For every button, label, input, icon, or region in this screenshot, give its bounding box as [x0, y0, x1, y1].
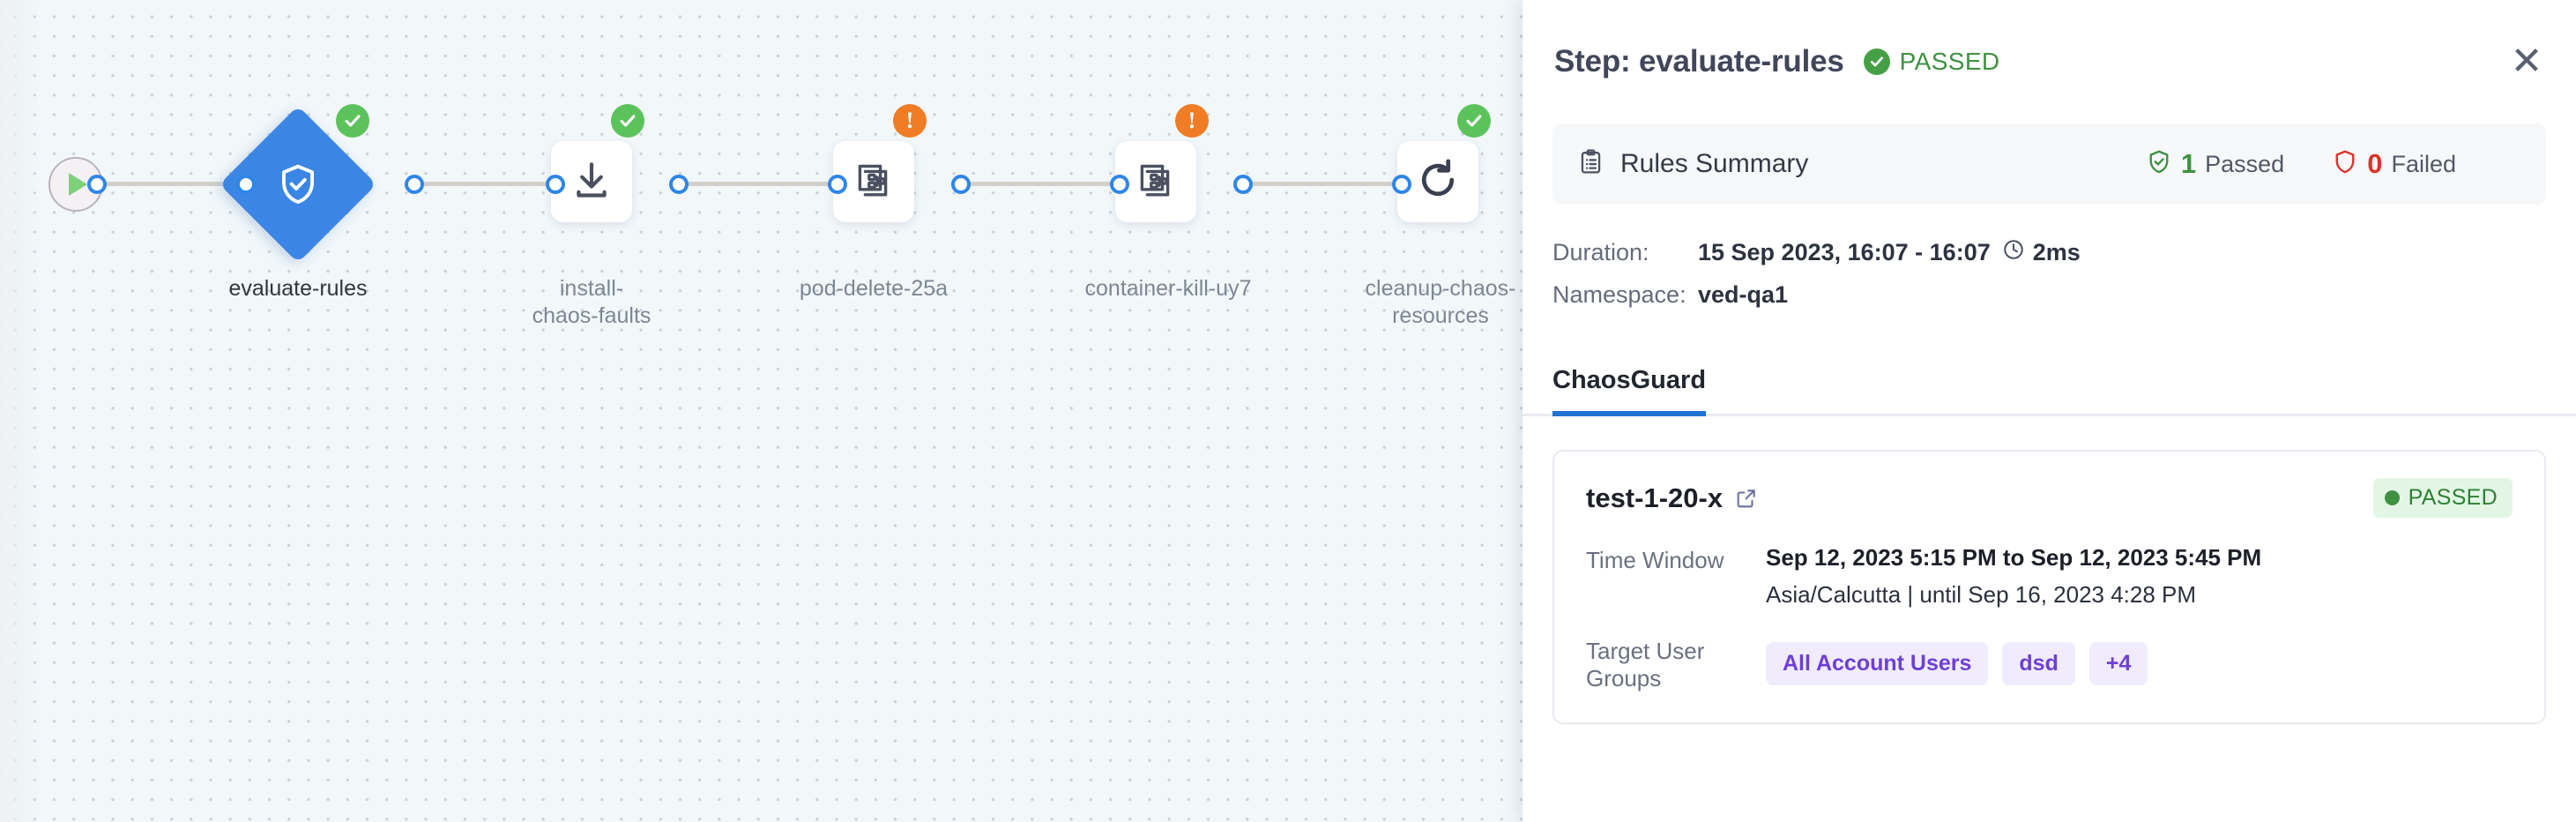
chip-dsd[interactable]: dsd — [2002, 642, 2075, 685]
port-start-out[interactable] — [87, 175, 107, 194]
pipeline-canvas[interactable]: evaluate-rules install-chaos-faults — [0, 0, 1523, 822]
status-badge-warning: ! — [1175, 104, 1209, 138]
edge-start-to-evaluate — [85, 182, 257, 186]
port-evaluate-out[interactable] — [405, 175, 424, 194]
shield-check-icon — [2146, 147, 2172, 181]
status-badge-passed — [1457, 104, 1491, 138]
pipeline-start-node[interactable] — [48, 157, 103, 212]
rules-summary-card: Rules Summary 1 Passed — [1552, 123, 2546, 205]
close-icon[interactable]: ✕ — [2510, 40, 2543, 83]
chaos-fault-icon — [1135, 159, 1177, 206]
port-container-in[interactable] — [1110, 175, 1129, 194]
node-label-install-chaos-faults: install-chaos-faults — [532, 276, 651, 328]
row-target-user-groups: Target User Groups All Account Users dsd… — [1586, 635, 2513, 692]
test-name: test-1-20-x — [1586, 482, 1724, 513]
row-time-window: Time Window Sep 12, 2023 5:15 PM to Sep … — [1586, 544, 2513, 609]
shield-check-icon — [242, 129, 354, 240]
rules-passed-count: 1 — [2180, 148, 2197, 179]
namespace-value: ved-qa1 — [1698, 280, 1789, 308]
namespace-label: Namespace: — [1552, 280, 1686, 308]
port-container-out[interactable] — [1233, 175, 1253, 194]
status-badge: PASSED — [1863, 48, 2000, 76]
panel-tabs: ChaosGuard — [1523, 349, 2576, 416]
edge-container-to-cleanup — [1243, 182, 1402, 186]
shield-icon — [2332, 147, 2358, 181]
time-window-label: Time Window — [1586, 547, 1724, 573]
meta-row-duration: Duration: 15 Sep 2023, 16:07 - 16:07 2ms — [1552, 231, 2546, 273]
node-label-pod-delete-25a: pod-delete-25a — [799, 276, 949, 301]
rules-failed-stat: 0 Failed — [2332, 147, 2456, 181]
rules-failed-label: Failed — [2391, 150, 2456, 177]
test-status-badge: PASSED — [2372, 478, 2513, 518]
step-meta: Duration: 15 Sep 2023, 16:07 - 16:07 2ms… — [1552, 231, 2546, 316]
target-groups-chips: All Account Users dsd +4 — [1766, 635, 2148, 692]
play-icon — [69, 173, 87, 196]
panel-header: Step: evaluate-rules PASSED ✕ — [1523, 0, 2576, 123]
chip-more-count[interactable]: +4 — [2088, 642, 2148, 685]
port-pod-out[interactable] — [951, 175, 971, 194]
download-icon — [570, 158, 614, 206]
time-window-value: Sep 12, 2023 5:15 PM to Sep 12, 2023 5:4… — [1766, 544, 2262, 571]
external-link-icon[interactable] — [1735, 487, 1758, 510]
rules-passed-label: Passed — [2205, 150, 2285, 177]
port-install-in[interactable] — [546, 175, 565, 194]
clock-icon — [2002, 238, 2025, 267]
edge-install-to-pod — [679, 182, 833, 186]
refresh-icon — [1414, 156, 1462, 208]
status-dot-icon — [2384, 490, 2400, 505]
rules-passed-stat: 1 Passed — [2146, 147, 2284, 181]
duration-label: Duration: — [1552, 238, 1649, 265]
status-text: PASSED — [1899, 48, 2000, 75]
rules-summary-title: Rules Summary — [1620, 149, 1809, 178]
test-status-text: PASSED — [2408, 485, 2498, 510]
edge-pod-to-container — [961, 182, 1115, 186]
page-title: Step: evaluate-rules — [1554, 44, 1844, 78]
chip-all-account-users[interactable]: All Account Users — [1766, 642, 1989, 685]
canvas-left-fade — [0, 0, 41, 822]
node-label-cleanup-chaos-resources: cleanup-chaos-resources — [1365, 276, 1516, 328]
chaosguard-test-card: test-1-20-x PASSED Time Window Sep 12, 2… — [1552, 450, 2546, 724]
port-install-out[interactable] — [669, 175, 689, 194]
duration-range: 15 Sep 2023, 16:07 - 16:07 — [1698, 238, 1991, 265]
clipboard-icon — [1577, 148, 1604, 180]
port-evaluate-in[interactable] — [236, 175, 256, 194]
chaos-fault-icon — [852, 159, 895, 206]
status-badge-warning: ! — [893, 104, 927, 138]
time-window-sub: Asia/Calcutta | until Sep 16, 2023 4:28 … — [1766, 581, 2197, 608]
check-circle-icon — [1863, 49, 1890, 75]
duration-value: 2ms — [2032, 238, 2081, 265]
tab-chaosguard[interactable]: ChaosGuard — [1552, 366, 1707, 416]
port-pod-in[interactable] — [828, 175, 847, 194]
status-badge-passed — [336, 104, 369, 138]
node-label-evaluate-rules: evaluate-rules — [228, 276, 368, 301]
step-details-panel: Step: evaluate-rules PASSED ✕ — [1523, 0, 2576, 822]
meta-row-namespace: Namespace: ved-qa1 — [1552, 273, 2546, 316]
port-cleanup-in[interactable] — [1392, 175, 1411, 194]
rules-failed-count: 0 — [2367, 148, 2383, 179]
edge-evaluate-to-install — [414, 182, 555, 186]
node-label-container-kill-uy7: container-kill-uy7 — [1084, 276, 1252, 301]
target-groups-label: Target User Groups — [1586, 638, 1705, 691]
node-evaluate-rules[interactable] — [219, 105, 377, 264]
status-badge-passed — [611, 104, 644, 138]
